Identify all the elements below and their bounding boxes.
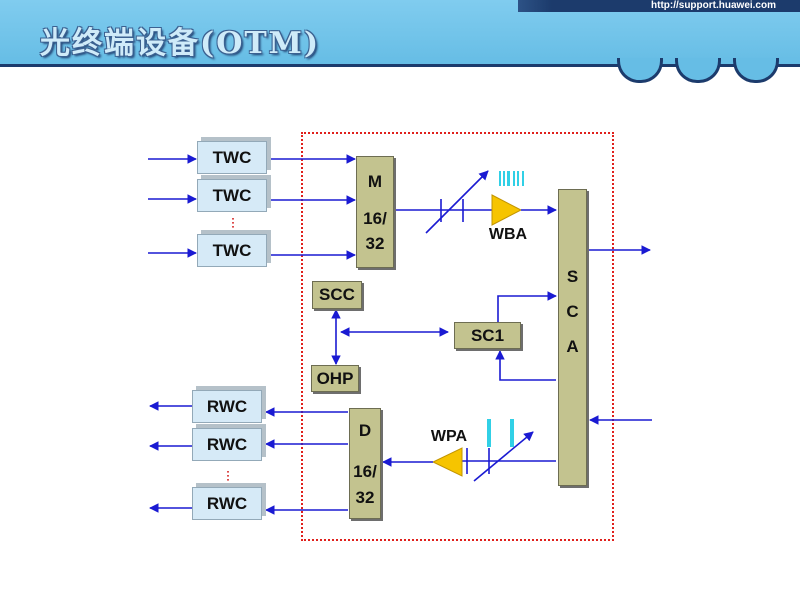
ohp-box: OHP: [311, 365, 359, 392]
demux-ratio-top: 16/: [353, 462, 377, 481]
scc-box: SCC: [312, 281, 362, 309]
mux-ratio-bottom: 32: [365, 234, 385, 253]
tx-attenuator-arrow: [425, 170, 489, 234]
sca-letter-s: S: [566, 267, 579, 286]
demux-label: D: [358, 421, 372, 440]
mux-box: M 16/ 32: [356, 156, 394, 268]
wba-marker: [499, 171, 524, 186]
mux-label: M: [367, 172, 383, 191]
otm-boundary: [301, 132, 614, 541]
sca-letter-c: C: [566, 302, 579, 321]
demux-box: D 16/ 32: [349, 408, 381, 519]
mux-ratio-top: 16/: [363, 209, 387, 228]
rwc-box-1: RWC: [192, 390, 262, 423]
wba-amplifier-triangle: [491, 194, 523, 226]
support-url: http://support.huawei.com: [651, 0, 776, 11]
twc-box-3: TWC: [197, 234, 267, 267]
sca-letter-a: A: [566, 337, 579, 356]
wba-label: WBA: [488, 226, 528, 243]
sca-box: S C A: [558, 189, 587, 486]
rwc-box-2: RWC: [192, 428, 262, 461]
sc1-box: SC1: [454, 322, 521, 349]
sca-to-sc1-arrow: [495, 350, 556, 381]
top-bar: http://support.huawei.com: [518, 0, 800, 12]
wpa-label: WPA: [430, 428, 468, 445]
wpa-amplifier-triangle: [431, 447, 463, 477]
twc-box-1: TWC: [197, 141, 267, 174]
rx-attenuator-arrow: [473, 431, 534, 482]
sc1-to-sca-arrow: [497, 291, 557, 322]
twc-box-2: TWC: [197, 179, 267, 212]
page-title: 光终端设备(OTM): [40, 26, 321, 61]
rwc-box-3: RWC: [192, 487, 262, 520]
wpa-marker: [487, 419, 514, 447]
demux-ratio-bottom: 32: [355, 488, 375, 507]
